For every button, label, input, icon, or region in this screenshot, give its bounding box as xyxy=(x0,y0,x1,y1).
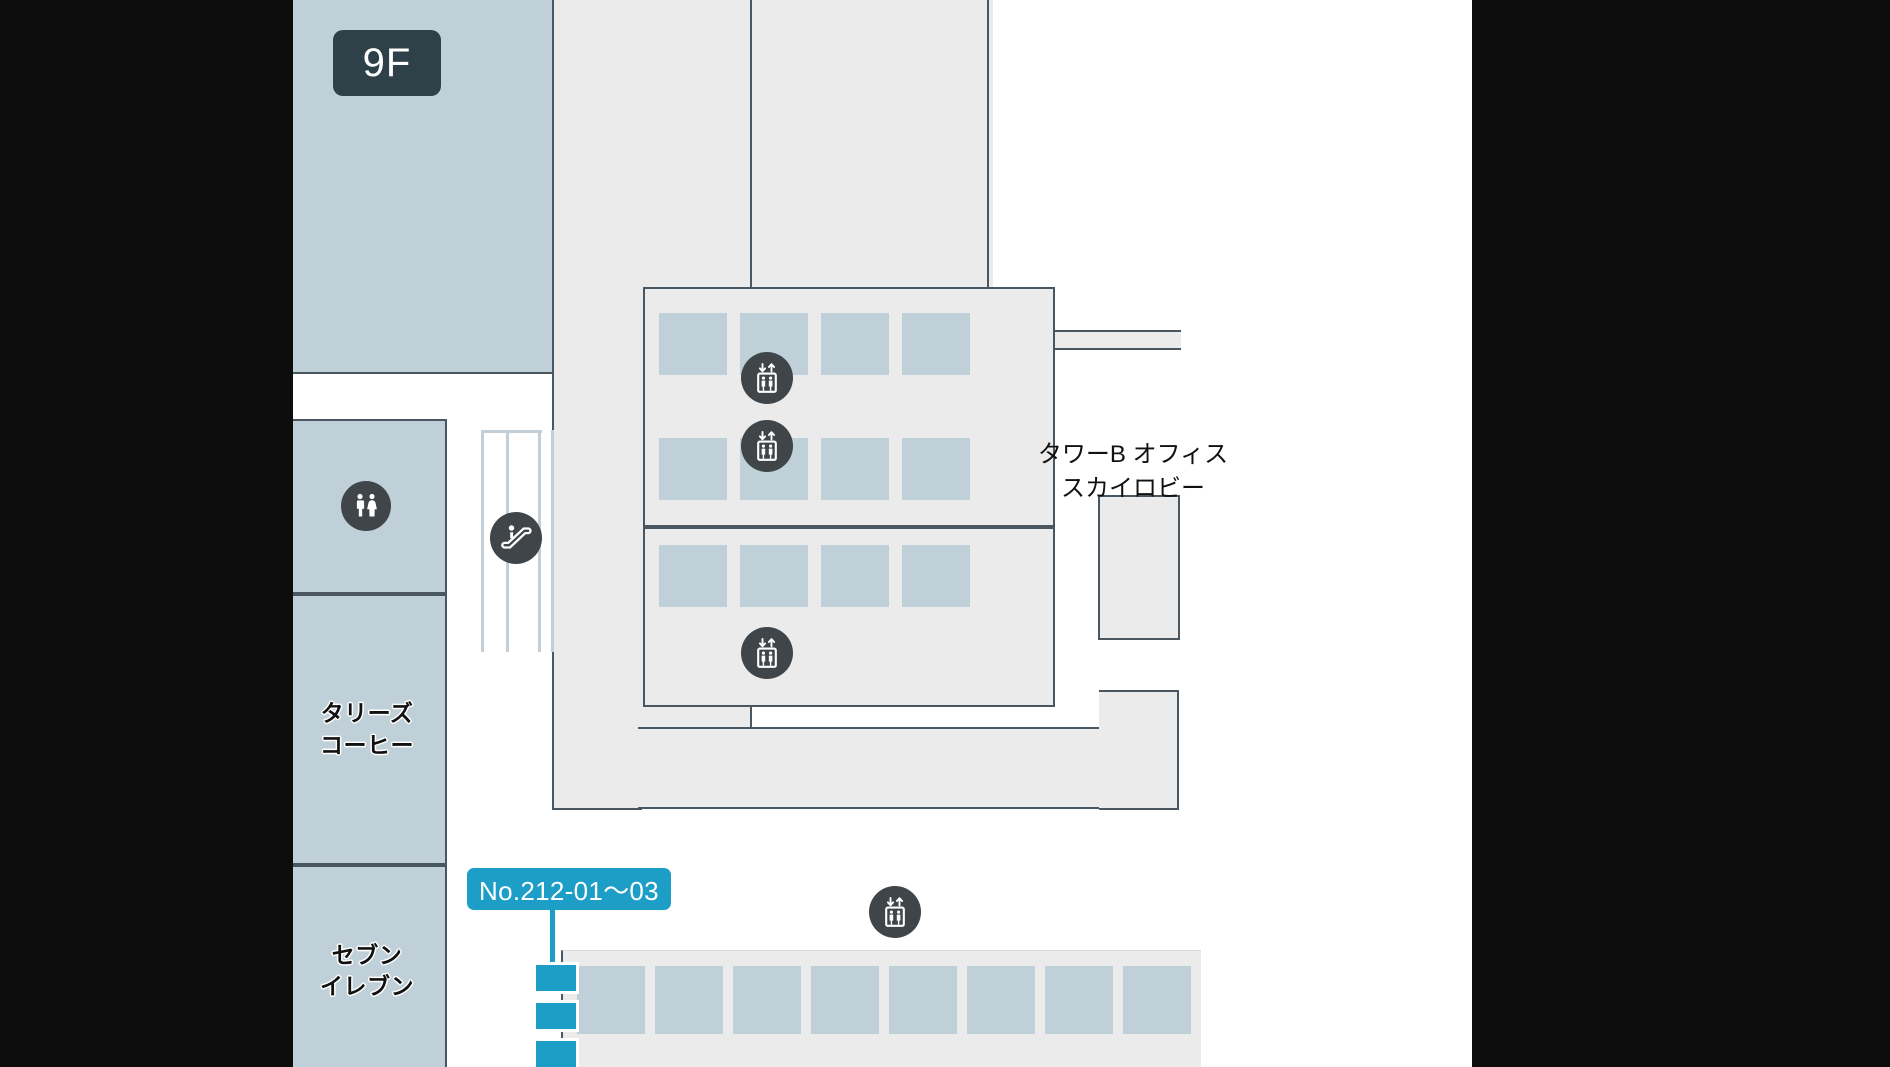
restroom-icon[interactable] xyxy=(341,481,391,531)
elevator-icon[interactable] xyxy=(741,352,793,404)
elevator-car[interactable] xyxy=(659,313,727,375)
elevator-car[interactable] xyxy=(902,313,970,375)
shop-cell[interactable] xyxy=(811,966,879,1034)
area-label-tower-b: タワーB オフィス スカイロビー xyxy=(1037,441,1229,502)
callout-chip[interactable] xyxy=(533,1000,579,1032)
shop-cell[interactable] xyxy=(733,966,801,1034)
letterbox-right xyxy=(1472,0,1890,1067)
corridor-lower-stub xyxy=(552,700,642,810)
right-room-connector xyxy=(1053,330,1181,350)
right-mid-room xyxy=(1098,495,1180,640)
escalator-guide-line xyxy=(551,430,554,652)
elevator-car[interactable] xyxy=(821,313,889,375)
callout-badge-label: No.212-01〜03 xyxy=(479,875,659,906)
shop-cell[interactable] xyxy=(1045,966,1113,1034)
elevator-icon[interactable] xyxy=(741,627,793,679)
tenant-seven-eleven[interactable]: セブン イレブン xyxy=(293,865,447,1067)
letterbox-left xyxy=(0,0,293,1067)
elevator-car[interactable] xyxy=(659,438,727,500)
elevator-car[interactable] xyxy=(821,545,889,607)
floor-badge[interactable]: 9F xyxy=(333,30,441,96)
elevator-icon[interactable] xyxy=(869,886,921,938)
escalator-guide-line xyxy=(481,430,484,652)
elevator-car[interactable] xyxy=(902,545,970,607)
callout-chip[interactable] xyxy=(533,962,579,994)
floor-map-canvas[interactable]: タリーズ コーヒー セブン イレブン xyxy=(293,0,1472,1067)
shop-cell[interactable] xyxy=(655,966,723,1034)
lower-horizontal-corridor xyxy=(638,727,1178,809)
shop-cell[interactable] xyxy=(967,966,1035,1034)
callout-badge[interactable]: No.212-01〜03 xyxy=(467,868,671,910)
elevator-car[interactable] xyxy=(902,438,970,500)
callout-stem xyxy=(550,908,555,964)
elevator-car[interactable] xyxy=(821,438,889,500)
shop-cell[interactable] xyxy=(577,966,645,1034)
callout-chip[interactable] xyxy=(533,1038,579,1067)
tenant-label-tullys: タリーズ コーヒー xyxy=(320,700,414,758)
tenant-tullys-coffee[interactable]: タリーズ コーヒー xyxy=(293,594,447,865)
escalator-icon[interactable] xyxy=(490,512,542,564)
lower-corridor-right-stub xyxy=(1099,690,1179,810)
elevator-car[interactable] xyxy=(659,545,727,607)
shop-cell[interactable] xyxy=(1123,966,1191,1034)
escalator-guide-line xyxy=(506,430,542,433)
shop-cell[interactable] xyxy=(889,966,957,1034)
tenant-label-seven-eleven: セブン イレブン xyxy=(320,941,414,999)
elevator-icon[interactable] xyxy=(741,420,793,472)
elevator-car[interactable] xyxy=(740,545,808,607)
floor-badge-label: 9F xyxy=(362,40,412,85)
